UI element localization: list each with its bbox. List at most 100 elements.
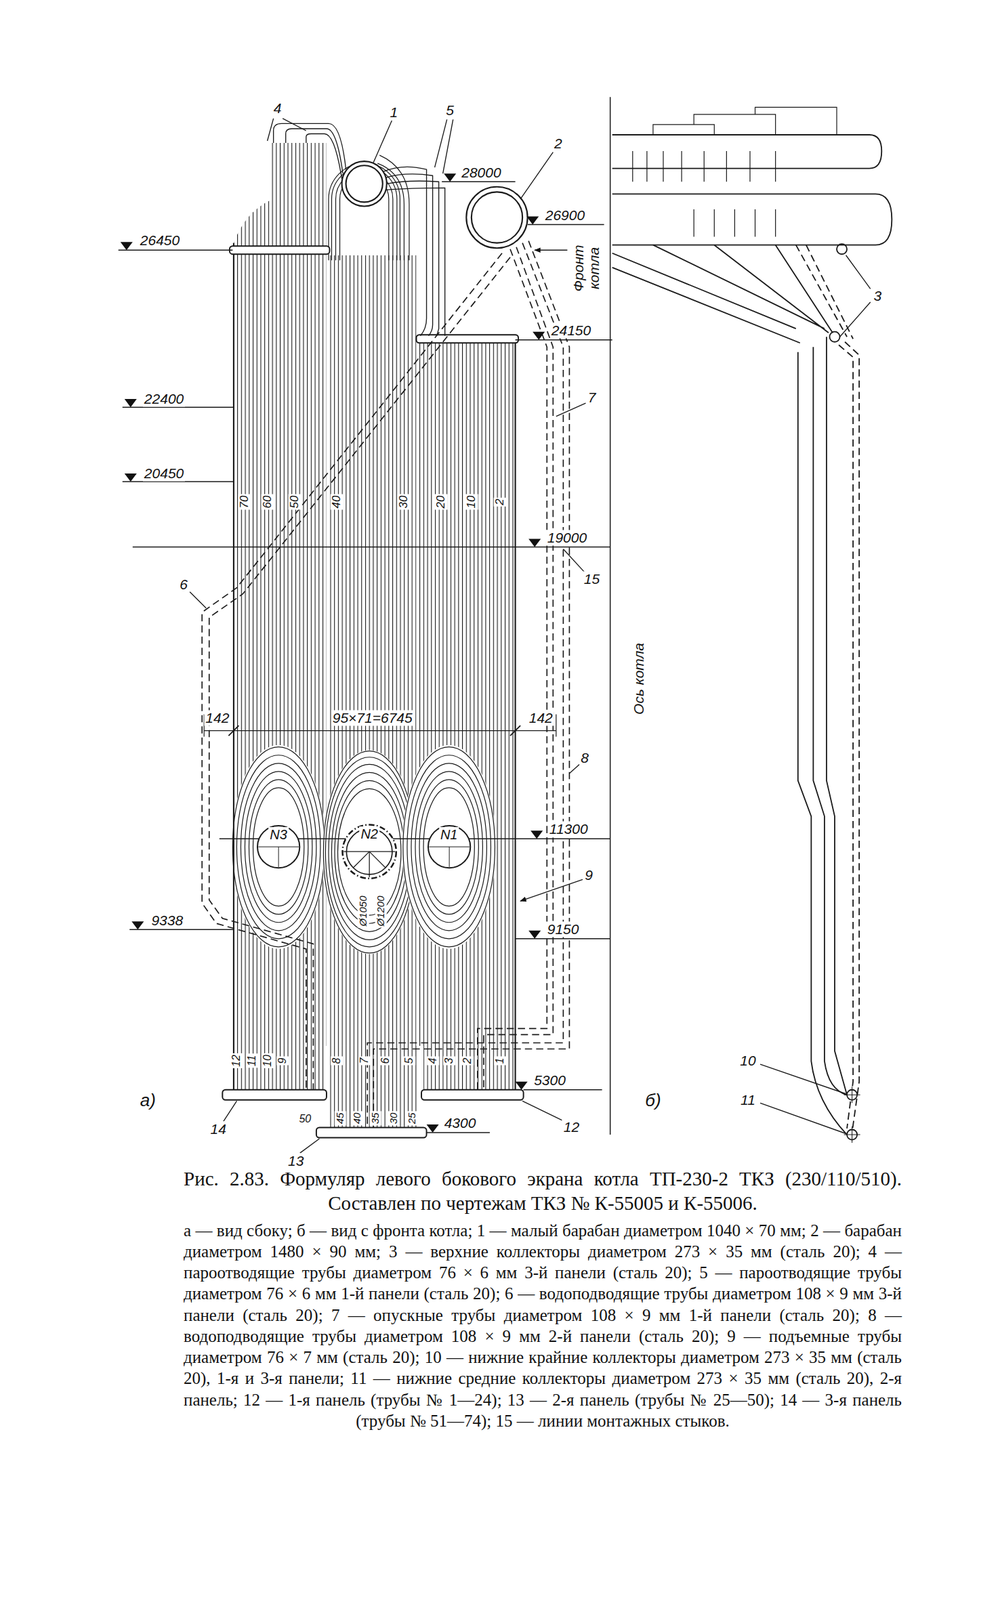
dimension: 95×71=6745	[331, 710, 414, 727]
callout-number: 11	[739, 1092, 757, 1108]
elevation-mark: 11300	[548, 821, 590, 838]
elevation-mark: 24150	[550, 322, 593, 339]
callout-number: 1	[388, 104, 400, 120]
tube-number: 25	[406, 1111, 419, 1126]
elevation-triangle	[124, 399, 137, 408]
opening-circle: N1	[426, 824, 472, 870]
tube-number: 1	[493, 1056, 507, 1066]
elevation-triangle	[530, 830, 543, 839]
front-view	[836, 243, 847, 255]
screen-outline	[203, 730, 557, 732]
drum	[342, 161, 528, 248]
screen-outline	[228, 725, 521, 736]
header-collector	[222, 245, 524, 1138]
leader-line	[569, 764, 580, 774]
front-view	[612, 134, 883, 169]
supply-pipe	[483, 247, 553, 1091]
elevation-triangle	[443, 173, 456, 182]
tube-number: 70	[238, 494, 252, 511]
elevation-line	[118, 181, 613, 1133]
elevation-mark: 5300	[532, 1072, 568, 1089]
callout-number: 10	[738, 1053, 757, 1070]
note: Фронт котла	[569, 241, 601, 296]
supply-pipe	[201, 241, 570, 1129]
opening-tube-bends	[231, 745, 326, 950]
leader-line	[522, 1100, 565, 1122]
elevation-triangle	[124, 473, 137, 482]
elevation-mark: 9338	[149, 912, 185, 929]
elevation-mark: 26450	[138, 233, 181, 249]
leader-line	[434, 119, 454, 174]
dimension: 142	[527, 710, 555, 727]
opening-name: N2	[359, 826, 380, 842]
elevation-triangle	[526, 216, 539, 225]
opening-outline	[342, 825, 397, 879]
elevation-mark: 4300	[443, 1115, 478, 1132]
center-line	[258, 846, 299, 868]
elevation-triangle	[528, 538, 541, 547]
tube-number: 30	[397, 494, 411, 511]
front-view	[632, 151, 776, 182]
center-line	[428, 846, 470, 868]
elevation-mark: 19000	[546, 529, 589, 546]
drum	[342, 161, 387, 206]
opening-tube-bends	[240, 763, 316, 931]
front-view	[798, 352, 847, 1135]
front-view	[612, 193, 893, 245]
opening-tube-bends	[419, 779, 479, 915]
tube-number: 4	[426, 1056, 440, 1066]
tube-number: 2	[461, 1056, 474, 1066]
elevation-triangle	[528, 930, 541, 940]
front-view	[826, 336, 847, 1095]
opening-tube-bends	[325, 757, 414, 948]
dimension: Ø1050	[357, 894, 370, 928]
drum	[471, 191, 523, 243]
tube-number: 30	[388, 1111, 400, 1126]
elevation-mark: 22400	[142, 390, 185, 407]
tube-number: 50	[288, 494, 302, 511]
elevation-mark: 26900	[544, 207, 587, 223]
callout-number: 12	[562, 1119, 581, 1136]
callout-number: 6	[178, 576, 190, 593]
callout-number: 5	[444, 102, 456, 118]
steam-outlet-tubes	[306, 134, 343, 179]
screen-outline	[514, 342, 517, 1092]
screen-outline	[132, 243, 611, 1093]
supply-pipe	[201, 253, 503, 1091]
elevation-triangle	[515, 1081, 528, 1091]
tube-number: 35	[369, 1111, 382, 1126]
callout-number: 14	[209, 1121, 228, 1138]
leader-line	[189, 592, 206, 609]
opening-name: N3	[268, 827, 289, 843]
steam-outlet-tubes	[385, 174, 433, 337]
opening-name: N1	[439, 827, 460, 843]
steam-outlet-tubes	[273, 123, 446, 336]
front-view	[829, 331, 840, 343]
center-line	[343, 852, 395, 879]
opening-tube-bends	[334, 780, 404, 924]
screen-outline	[233, 243, 235, 1093]
elevation-mark: 20450	[142, 465, 185, 482]
tube-number: 2	[493, 497, 507, 507]
leader-line	[520, 879, 583, 902]
supply-pipe	[477, 249, 547, 1091]
tube-number: 9	[276, 1056, 289, 1066]
tube-number: 12	[231, 1053, 244, 1069]
callout-number: 2	[552, 136, 564, 152]
tube-number: 10	[261, 1053, 274, 1069]
view-label: а)	[138, 1090, 158, 1110]
opening-tube-bends	[244, 771, 312, 923]
leader-line	[373, 120, 392, 163]
tube-number: 45	[334, 1111, 346, 1126]
dimension: 142	[203, 710, 231, 727]
opening-circle: N2	[340, 823, 398, 881]
callout-number: 3	[871, 287, 883, 304]
steam-outlet-tubes	[273, 123, 347, 170]
callout-number: 8	[579, 750, 591, 767]
steam-outlet-tubes	[386, 180, 440, 336]
tube-field	[233, 142, 327, 253]
figure-key: а — вид сбоку; б — вид с фронта котла; 1…	[183, 1220, 902, 1433]
callout-number: 13	[286, 1153, 305, 1169]
leader-line	[840, 255, 871, 337]
tube-number: 40	[351, 1111, 364, 1126]
